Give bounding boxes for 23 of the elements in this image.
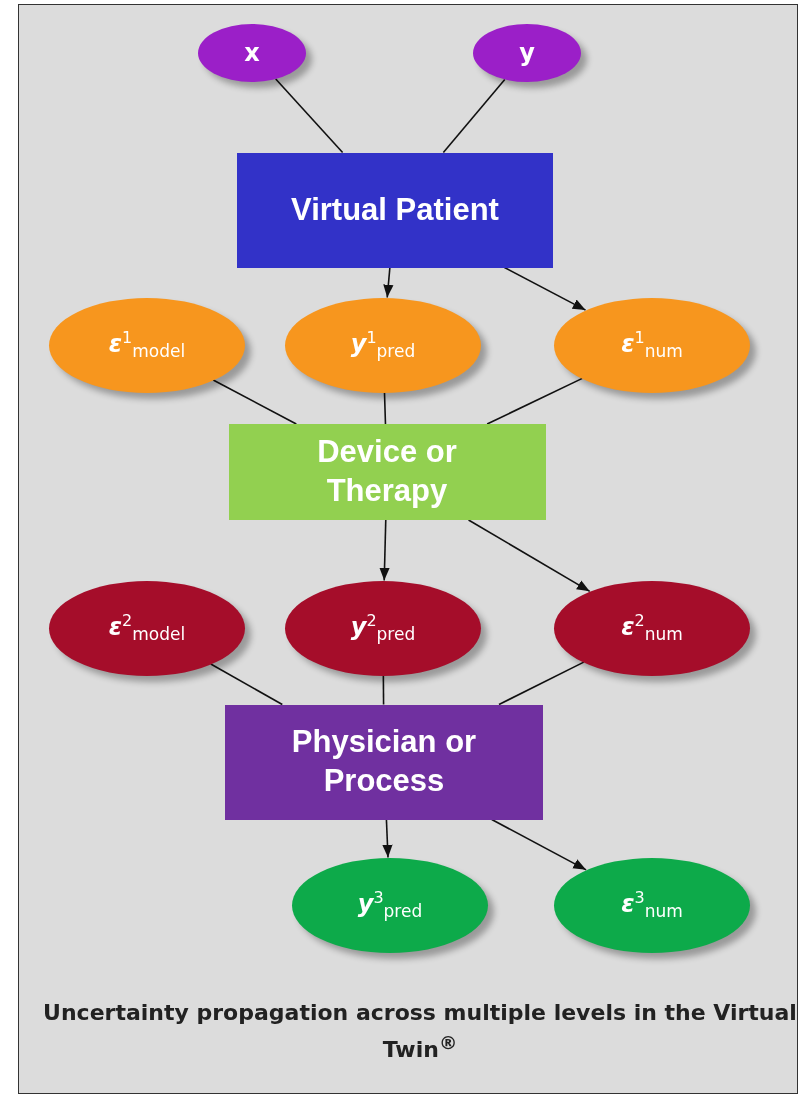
connector-line [442, 78, 506, 154]
connector-line [486, 377, 584, 425]
connector-line [382, 674, 385, 706]
node-label: Device or Therapy [316, 433, 458, 510]
connector-line [274, 78, 344, 154]
connector-line [383, 391, 387, 425]
process-box [225, 704, 543, 820]
arrow [383, 266, 394, 299]
variable-label: x [244, 39, 260, 67]
variable-label: y [519, 39, 535, 67]
process-box [228, 424, 546, 520]
connector-line [212, 379, 298, 425]
arrow [379, 519, 390, 582]
caption: Uncertainty propagation across multiple levels in the Virtual Twin$^{®}$ [42, 999, 798, 1065]
connector-line [210, 663, 284, 706]
arrow [490, 818, 587, 871]
process-box [237, 152, 553, 268]
node-label: Virtual Patient [291, 190, 499, 229]
arrow [503, 266, 587, 311]
connector-line [498, 661, 585, 706]
node-label: Physician or Process [290, 723, 478, 800]
arrow [467, 519, 591, 593]
arrow [382, 818, 393, 859]
